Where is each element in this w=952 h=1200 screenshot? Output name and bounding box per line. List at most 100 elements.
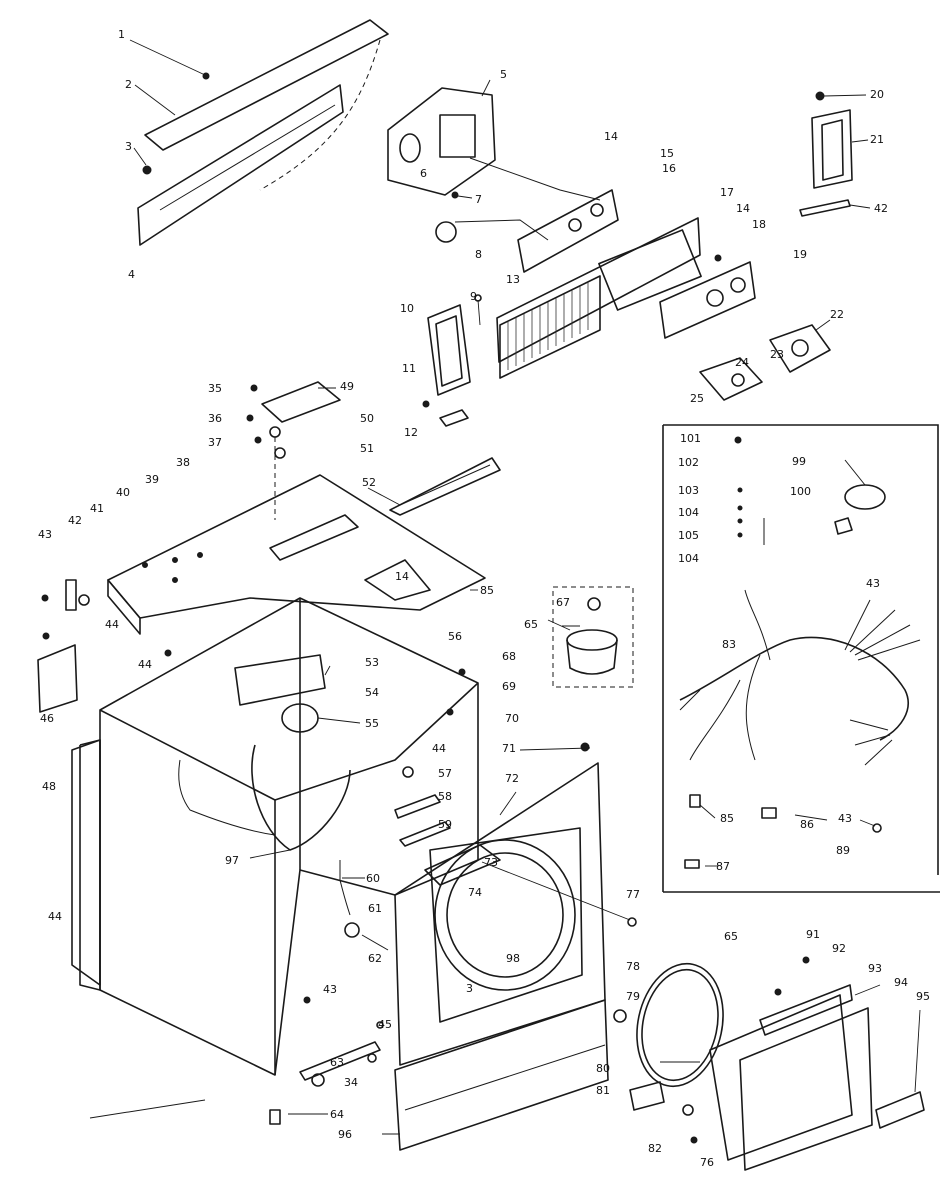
lid-hinge	[389, 457, 501, 516]
callout-98: 98	[506, 952, 520, 965]
callout-34: 34	[344, 1076, 358, 1089]
callout-14-c: 14	[395, 570, 409, 583]
callout-76: 76	[700, 1156, 714, 1169]
callout-38: 38	[176, 456, 190, 469]
front-panel	[394, 762, 609, 1151]
callout-43-c: 43	[866, 577, 880, 590]
callout-15: 15	[660, 147, 674, 160]
callout-37: 37	[208, 436, 222, 449]
callout-14-a: 14	[604, 130, 618, 143]
callout-23: 23	[770, 348, 784, 361]
callout-49: 49	[340, 380, 354, 393]
timer-assembly	[387, 79, 601, 243]
callout-7: 7	[475, 193, 482, 206]
lid-and-fasteners	[246, 381, 341, 520]
callout-21: 21	[870, 133, 884, 146]
callout-43-d: 43	[838, 812, 852, 825]
callout-81: 81	[596, 1084, 610, 1097]
door-assembly	[613, 917, 925, 1171]
callout-16: 16	[662, 162, 676, 175]
callout-60: 60	[366, 872, 380, 885]
callout-4: 4	[128, 268, 135, 281]
callout-96: 96	[338, 1128, 352, 1141]
callout-10: 10	[400, 302, 414, 315]
callout-5: 5	[500, 68, 507, 81]
callout-53: 53	[365, 656, 379, 669]
top-deck	[107, 474, 486, 635]
callout-11: 11	[402, 362, 416, 375]
callout-17: 17	[720, 186, 734, 199]
bottom-hardware	[89, 996, 384, 1125]
side-bracket	[37, 579, 172, 713]
callout-93: 93	[868, 962, 882, 975]
callout-42-a: 42	[874, 202, 888, 215]
callout-83: 83	[722, 638, 736, 651]
callout-9: 9	[470, 290, 477, 303]
callout-46: 46	[40, 712, 54, 725]
callout-62: 62	[368, 952, 382, 965]
callout-100: 100	[790, 485, 811, 498]
callout-68: 68	[502, 650, 516, 663]
callout-85: 85	[480, 584, 494, 597]
callout-73: 73	[484, 856, 498, 869]
callout-77: 77	[626, 888, 640, 901]
callout-86: 86	[800, 818, 814, 831]
pump-detail-box	[552, 586, 634, 688]
callout-18: 18	[752, 218, 766, 231]
callout-42-b: 42	[68, 514, 82, 527]
callout-82: 82	[648, 1142, 662, 1155]
callout-8: 8	[475, 248, 482, 261]
callout-99: 99	[792, 455, 806, 468]
callout-97: 97	[225, 854, 239, 867]
callout-52: 52	[362, 476, 376, 489]
callout-92: 92	[832, 942, 846, 955]
callout-39: 39	[145, 473, 159, 486]
callout-78: 78	[626, 960, 640, 973]
callout-89: 89	[836, 844, 850, 857]
callout-35: 35	[208, 382, 222, 395]
callout-74: 74	[468, 886, 482, 899]
callout-61: 61	[368, 902, 382, 915]
callout-67: 67	[556, 596, 570, 609]
callout-44-b: 44	[138, 658, 152, 671]
callout-51: 51	[360, 442, 374, 455]
callout-54: 54	[365, 686, 379, 699]
callout-44-a: 44	[105, 618, 119, 631]
callout-56: 56	[448, 630, 462, 643]
callout-59: 59	[438, 818, 452, 831]
callout-102: 102	[678, 456, 699, 469]
callout-40: 40	[116, 486, 130, 499]
callout-70: 70	[505, 712, 519, 725]
callout-6: 6	[420, 167, 427, 180]
callout-79: 79	[626, 990, 640, 1003]
callout-25: 25	[690, 392, 704, 405]
callout-45: 45	[378, 1018, 392, 1031]
callout-13: 13	[506, 273, 520, 286]
callout-85-b: 85	[720, 812, 734, 825]
hardware-57-62	[339, 766, 451, 951]
callout-72: 72	[505, 772, 519, 785]
leader-lines	[249, 387, 921, 1135]
callout-71: 71	[502, 742, 516, 755]
callout-43-b: 43	[323, 983, 337, 996]
callout-65: 65	[524, 618, 538, 631]
callout-101: 101	[680, 432, 701, 445]
callout-36: 36	[208, 412, 222, 425]
top-panel-assembly	[129, 19, 389, 246]
callout-91: 91	[806, 928, 820, 941]
callout-44-d: 44	[48, 910, 62, 923]
callout-103: 103	[678, 484, 699, 497]
callout-14-b: 14	[736, 202, 750, 215]
callout-69: 69	[502, 680, 516, 693]
callout-19: 19	[793, 248, 807, 261]
callout-104-b: 104	[678, 552, 699, 565]
callout-87: 87	[716, 860, 730, 873]
callout-63: 63	[330, 1056, 344, 1069]
knob-assembly	[699, 319, 831, 401]
callout-3-b: 3	[466, 982, 473, 995]
callout-43-a: 43	[38, 528, 52, 541]
callout-3: 3	[125, 140, 132, 153]
callout-95: 95	[916, 990, 930, 1003]
bracket-10	[422, 294, 482, 427]
